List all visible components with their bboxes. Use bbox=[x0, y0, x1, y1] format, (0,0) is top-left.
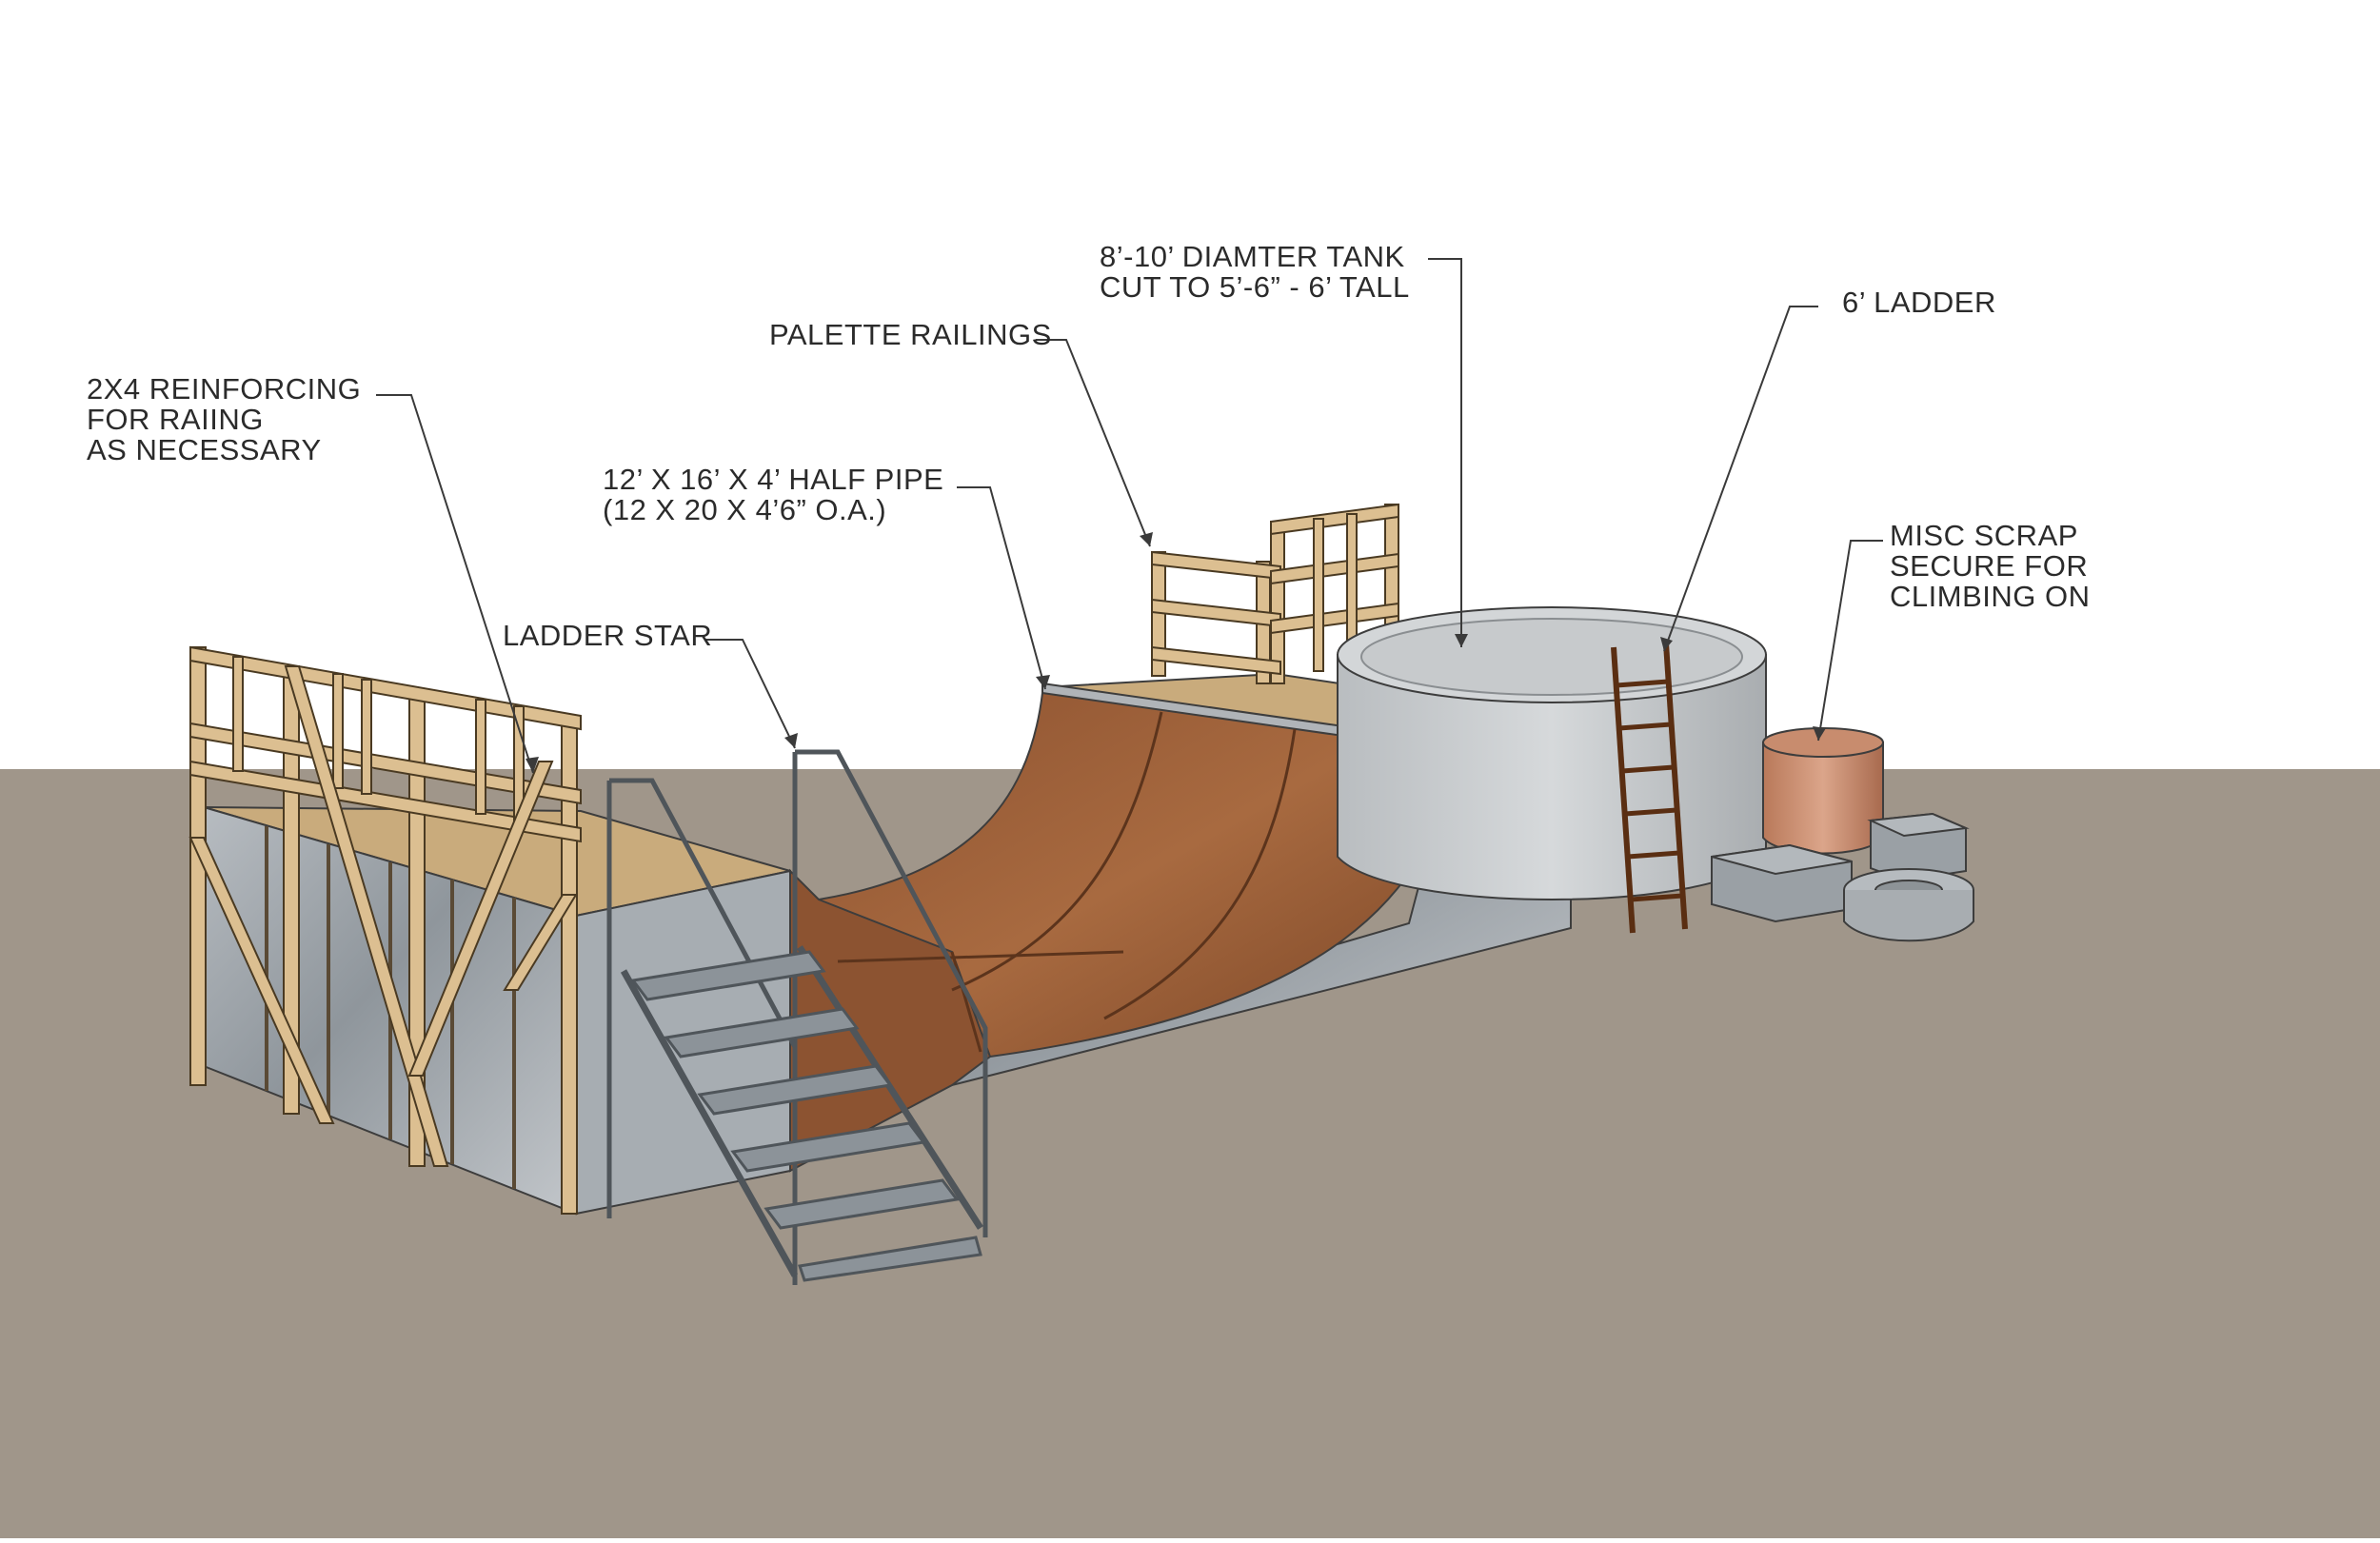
half-pipe bbox=[789, 672, 1610, 1173]
callout-tank-line: 8’-10’ DIAMTER TANK bbox=[1100, 240, 1405, 273]
leader-scrap bbox=[1817, 540, 1883, 742]
callout-scrap-line: CLIMBING ON bbox=[1890, 580, 2091, 613]
ladder-stair bbox=[606, 749, 988, 1285]
tank-rim bbox=[1360, 618, 1743, 696]
callout-half-pipe-line: 12’ X 16’ X 4’ HALF PIPE bbox=[603, 463, 944, 496]
callout-tank-line: CUT TO 5’-6” - 6’ TALL bbox=[1100, 270, 1410, 304]
callout-ladder-stair: LADDER STAR bbox=[503, 621, 712, 651]
callout-reinforcing: 2X4 REINFORCING FOR RAIING AS NECESSARY bbox=[87, 374, 361, 465]
wood-railing bbox=[188, 645, 582, 1215]
callout-ladder-stair-line: LADDER STAR bbox=[503, 619, 713, 652]
leader-half-pipe bbox=[957, 486, 1046, 690]
callout-ladder-line: 6’ LADDER bbox=[1842, 286, 1996, 319]
callout-scrap-line: MISC SCRAP bbox=[1890, 519, 2078, 552]
callout-palette-railings: PALETTE RAILINGS bbox=[769, 320, 1052, 350]
ladder-6ft bbox=[1611, 643, 1688, 934]
callout-reinforcing-line: FOR RAIING bbox=[87, 403, 264, 436]
callout-scrap: MISC SCRAP SECURE FOR CLIMBING ON bbox=[1890, 521, 2090, 612]
leader-tank bbox=[1428, 258, 1462, 647]
leader-arrowheads bbox=[526, 532, 1826, 773]
callout-ladder: 6’ LADDER bbox=[1842, 287, 1996, 318]
callout-tank: 8’-10’ DIAMTER TANK CUT TO 5’-6” - 6’ TA… bbox=[1100, 242, 1410, 303]
callout-palette-railings-line: PALETTE RAILINGS bbox=[769, 318, 1052, 351]
barrel bbox=[1762, 742, 1884, 855]
leader-reinforcing bbox=[376, 394, 534, 774]
callout-reinforcing-line: AS NECESSARY bbox=[87, 433, 322, 466]
tank bbox=[1337, 606, 1767, 900]
leader-lines bbox=[376, 258, 1883, 774]
callout-scrap-line: SECURE FOR bbox=[1890, 549, 2089, 583]
callout-half-pipe: 12’ X 16’ X 4’ HALF PIPE (12 X 20 X 4’6”… bbox=[603, 465, 943, 525]
leader-ladder-stair bbox=[705, 639, 796, 749]
callout-half-pipe-line: (12 X 20 X 4’6” O.A.) bbox=[603, 493, 887, 526]
leader-palette-railings bbox=[1036, 339, 1151, 547]
leader-ladder bbox=[1663, 306, 1818, 652]
scrap-pile bbox=[1711, 727, 1974, 942]
callout-reinforcing-line: 2X4 REINFORCING bbox=[87, 372, 362, 406]
